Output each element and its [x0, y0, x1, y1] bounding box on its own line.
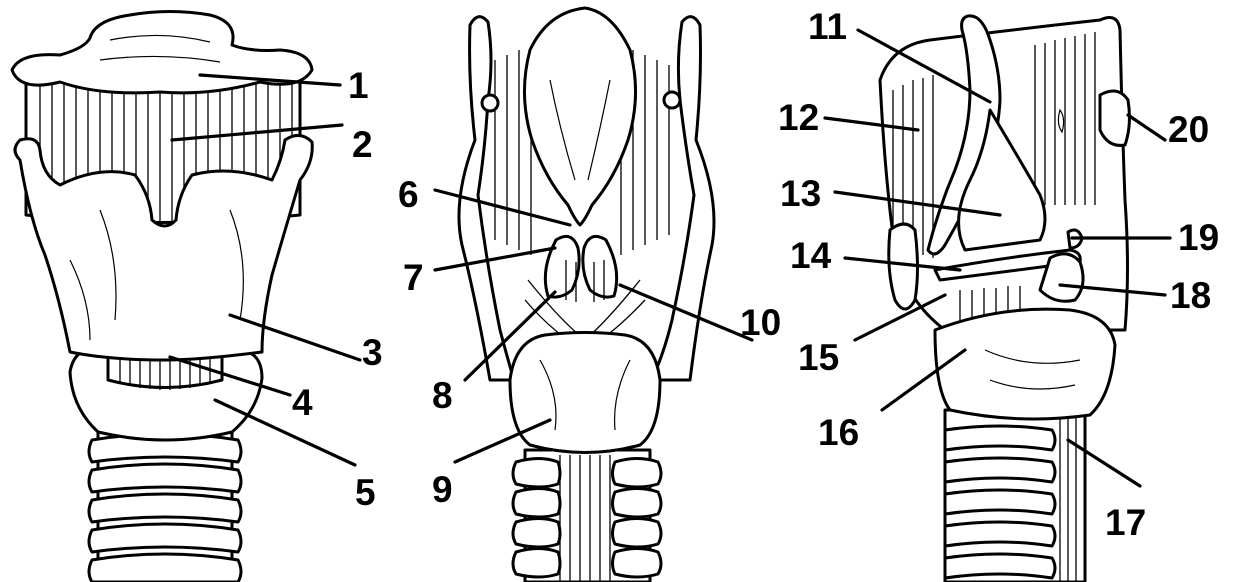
cricoid-lateral — [935, 309, 1115, 419]
label-15: 15 — [798, 337, 839, 378]
label-11: 11 — [808, 6, 847, 47]
label-1: 1 — [348, 65, 369, 106]
cricoid-lamina — [510, 333, 660, 453]
label-19: 19 — [1178, 217, 1219, 258]
label-20: 20 — [1168, 109, 1209, 150]
label-5: 5 — [355, 472, 376, 513]
label-3: 3 — [362, 332, 383, 373]
label-9: 9 — [432, 469, 453, 510]
label-8: 8 — [432, 375, 453, 416]
leader-20 — [1128, 115, 1165, 140]
epiglottis — [524, 8, 635, 225]
trachea-lateral — [945, 410, 1085, 582]
leader-6 — [435, 190, 570, 225]
label-6: 6 — [398, 174, 419, 215]
trachea-anterior — [89, 430, 241, 582]
label-14: 14 — [790, 235, 832, 276]
leader-7 — [435, 248, 555, 270]
posterior-view — [459, 8, 714, 582]
label-18: 18 — [1170, 275, 1211, 316]
trachea-posterior — [513, 450, 661, 582]
label-2: 2 — [352, 124, 373, 165]
label-12: 12 — [778, 97, 819, 138]
label-10: 10 — [740, 302, 781, 343]
label-13: 13 — [780, 173, 821, 214]
label-4: 4 — [292, 382, 313, 423]
lateral-view — [880, 16, 1129, 582]
anterior-view — [12, 12, 312, 582]
label-7: 7 — [403, 257, 424, 298]
label-17: 17 — [1105, 502, 1146, 543]
label-16: 16 — [818, 412, 859, 453]
